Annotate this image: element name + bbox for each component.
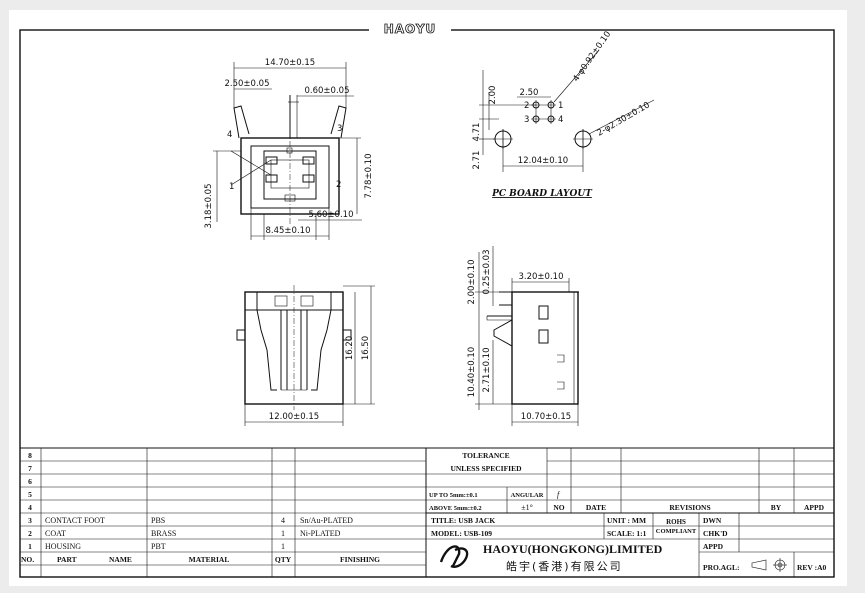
projection-label: PRO.AGL: [703, 563, 739, 572]
bom-row-no: 6 [28, 477, 32, 486]
pcb-pin-1: 1 [558, 101, 563, 111]
pin-label-3: 3 [337, 124, 342, 134]
rev-header-appd: APPD [804, 503, 825, 512]
dim-front-width: 12.00±0.15 [269, 412, 319, 422]
pcb-layout-title: PC BOARD LAYOUT [491, 189, 593, 199]
bom-header-qty: QTY [275, 555, 292, 564]
bom-material: PBS [151, 516, 165, 525]
dim-side-3-20: 3.20±0.10 [519, 272, 564, 282]
pcb-pin-2: 2 [524, 101, 529, 111]
bom-header-name: NAME [109, 555, 132, 564]
bom-header-material: MATERIAL [189, 555, 230, 564]
dim-pcb-2-00: 2.00 [488, 86, 498, 105]
pcb-pin-4: 4 [558, 115, 563, 125]
dwn-label: DWN [703, 516, 722, 525]
dim-front-16-20: 16.20 [345, 336, 355, 360]
bom-material: PBT [151, 542, 166, 551]
tolerance-angular-value: ±1° [521, 503, 533, 512]
drawing-sheet: HAOYU 14.70±0.15 2.50±0.05 0.60±0.05 [9, 10, 847, 586]
dim-pcb-2-50: 2.50 [520, 88, 539, 98]
bom-row-no: 7 [28, 464, 32, 473]
dim-pcb-span: 12.04±0.10 [518, 156, 568, 166]
bom-part: HOUSING [45, 542, 81, 551]
pin-label-4: 4 [227, 130, 232, 140]
dim-pcb-large-holes: 2-φ2.30±0.10 [596, 100, 652, 138]
bom-table: 8 7 6 5 4 3 2 1 CONTACT FOOT COAT HOUSIN… [21, 451, 380, 564]
brand-logo: HAOYU [384, 22, 437, 36]
tolerance-above: ABOVE 5mm:±0.2 [429, 505, 482, 512]
bom-material: BRASS [151, 529, 176, 538]
revision-code: REV :A0 [797, 563, 826, 572]
company-logo-icon [439, 545, 469, 568]
side-view: 2.00±0.10 0.25±0.03 3.20±0.10 10.40±0.10… [467, 246, 579, 426]
tolerance-up-to: UP TO 5mm:±0.1 [429, 492, 478, 499]
bom-part: COAT [45, 529, 66, 538]
bom-row-no: 3 [28, 516, 32, 525]
scale-label: SCALE: 1:1 [607, 529, 647, 538]
tolerance-subtitle: UNLESS SPECIFIED [450, 464, 522, 473]
rev-header-revisions: REVISIONS [669, 503, 710, 512]
tolerance-f: f [557, 490, 561, 499]
front-view: 16.20 16.50 12.00±0.15 [236, 285, 375, 426]
rev-header-by: BY [771, 503, 782, 512]
pcb-pin-3: 3 [524, 115, 529, 125]
bom-row-no: 4 [28, 503, 32, 512]
dim-pitch-top: 2.50±0.05 [225, 79, 270, 89]
tolerance-title: TOLERANCE [462, 451, 509, 460]
dim-side-0-25: 0.25±0.03 [482, 250, 492, 295]
appd-label: APPD [703, 542, 724, 551]
company-name-en: HAOYU(HONGKONG)LIMITED [483, 542, 663, 556]
bom-row-no: 5 [28, 490, 32, 499]
dim-pin-width: 0.60±0.05 [305, 86, 350, 96]
dim-side-10-40: 10.40±0.10 [467, 347, 477, 397]
bom-row-no: 8 [28, 451, 32, 460]
drawing-title: TITLE: USB JACK [431, 516, 495, 525]
company-name-cn: 皓宇(香港)有限公司 [506, 559, 623, 573]
chkd-label: CHK'D [703, 529, 728, 538]
pin-label-2: 2 [336, 180, 341, 190]
drawing-canvas: HAOYU 14.70±0.15 2.50±0.05 0.60±0.05 [19, 22, 835, 578]
rev-header-no: NO [553, 503, 564, 512]
tolerance-angular: ANGULAR [511, 492, 544, 499]
outer-frame [19, 29, 835, 578]
dim-width-top: 14.70±0.15 [265, 58, 315, 68]
bom-qty: 1 [281, 529, 285, 538]
bom-header-finishing: FINISHING [340, 555, 380, 564]
bom-finishing: Sn/Au-PLATED [300, 516, 353, 525]
bom-row-no: 2 [28, 529, 32, 538]
bom-row-no: 1 [28, 542, 32, 551]
title-block: 8 7 6 5 4 3 2 1 CONTACT FOOT COAT HOUSIN… [19, 447, 835, 578]
bom-qty: 4 [281, 516, 285, 525]
pin-label-1: 1 [229, 182, 234, 192]
projection-symbol-icon [751, 558, 787, 572]
rev-header-date: DATE [586, 503, 606, 512]
bom-header-part: PART [57, 555, 77, 564]
model-number: MODEL: USB-109 [431, 529, 492, 538]
bom-qty: 1 [281, 542, 285, 551]
dim-pcb-small-holes: 4-φ0.92±0.10 [571, 30, 613, 84]
compliant-label: COMPLIANT [656, 528, 697, 535]
bom-part: CONTACT FOOT [45, 516, 105, 525]
dim-height-top: 7.78±0.10 [364, 154, 374, 199]
bom-header-no: NO. [21, 555, 34, 564]
bom-finishing: Ni-PLATED [300, 529, 341, 538]
dim-offset-top: 3.18±0.05 [204, 184, 214, 229]
dim-pcb-4-71: 4.71 [472, 123, 482, 142]
unit-label: UNIT : MM [607, 516, 646, 525]
rohs-label: ROHS [666, 518, 686, 526]
dim-side-2-00: 2.00±0.10 [467, 260, 477, 305]
dim-pcb-2-71: 2.71 [472, 151, 482, 170]
dim-side-2-71: 2.71±0.10 [482, 348, 492, 393]
dim-front-16-50: 16.50 [361, 336, 371, 360]
top-view: 14.70±0.15 2.50±0.05 0.60±0.05 7.78±0.10… [204, 58, 374, 240]
pcb-layout-view: 12.04±0.10 2.00 4.71 2.71 2.50 1 2 3 4 4… [472, 30, 655, 199]
dim-opening-top: 8.45±0.10 [266, 226, 311, 236]
dim-side-width: 10.70±0.15 [521, 412, 571, 422]
dim-inner-width-top: 5.60±0.10 [309, 210, 354, 220]
